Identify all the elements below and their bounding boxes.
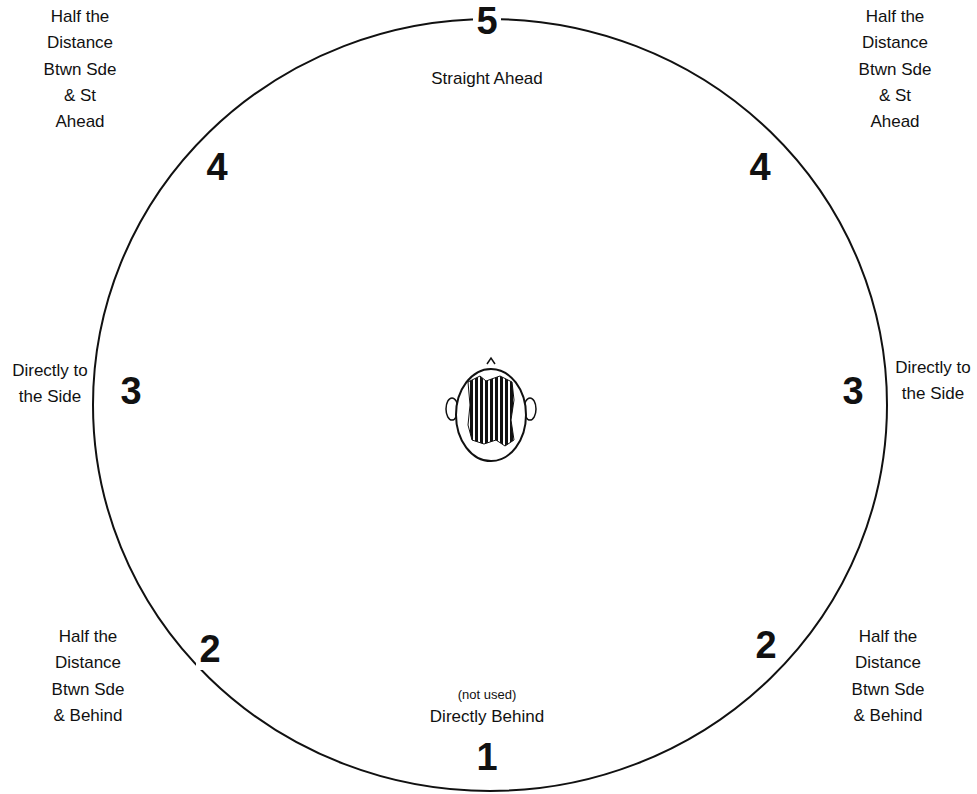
callout-number: 3 — [839, 372, 866, 412]
direction-label: Half the Distance Btwn Sde & Behind — [845, 624, 931, 729]
direction-label: Half the Distance Btwn Sde & Behind — [45, 624, 131, 729]
callout-number: 1 — [473, 738, 500, 778]
callout-number: 5 — [473, 2, 500, 42]
direction-label: Directly Behind — [428, 704, 546, 730]
callout-number: 2 — [196, 630, 223, 670]
callout-number: 3 — [117, 372, 144, 412]
direction-label: Half the Distance Btwn Sde & St Ahead — [852, 4, 938, 136]
direction-label: Directly to the Side — [9, 358, 91, 411]
note-label: (not used) — [456, 687, 519, 704]
direction-label: Straight Ahead — [429, 66, 545, 92]
callout-number: 4 — [746, 148, 773, 188]
direction-label: Directly to the Side — [892, 355, 974, 408]
callout-number: 4 — [203, 148, 230, 188]
direction-label: Half the Distance Btwn Sde & St Ahead — [37, 4, 123, 136]
head-figure — [446, 358, 536, 461]
direction-circle — [93, 19, 887, 791]
callout-number: 2 — [752, 626, 779, 666]
